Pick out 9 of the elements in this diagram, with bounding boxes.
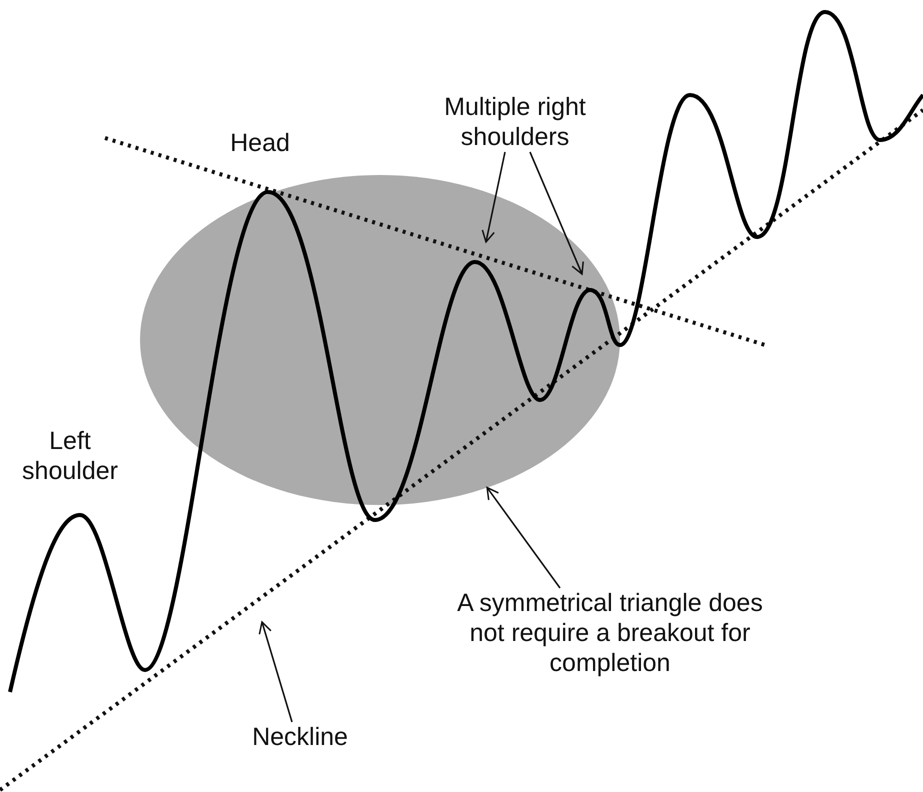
pattern-label: Head — [229, 128, 291, 158]
annotation-text: Multiple right shoulders — [400, 92, 630, 152]
pattern-label: Left shoulder — [21, 426, 119, 486]
leader-arrow — [529, 152, 584, 275]
leader-arrow — [486, 486, 561, 588]
leader-arrow — [258, 621, 293, 722]
annotation-text: A symmetrical triangle does not require a breakout for completion — [440, 588, 780, 678]
leader-arrow — [482, 152, 506, 243]
annotation-text: Neckline — [240, 722, 360, 752]
